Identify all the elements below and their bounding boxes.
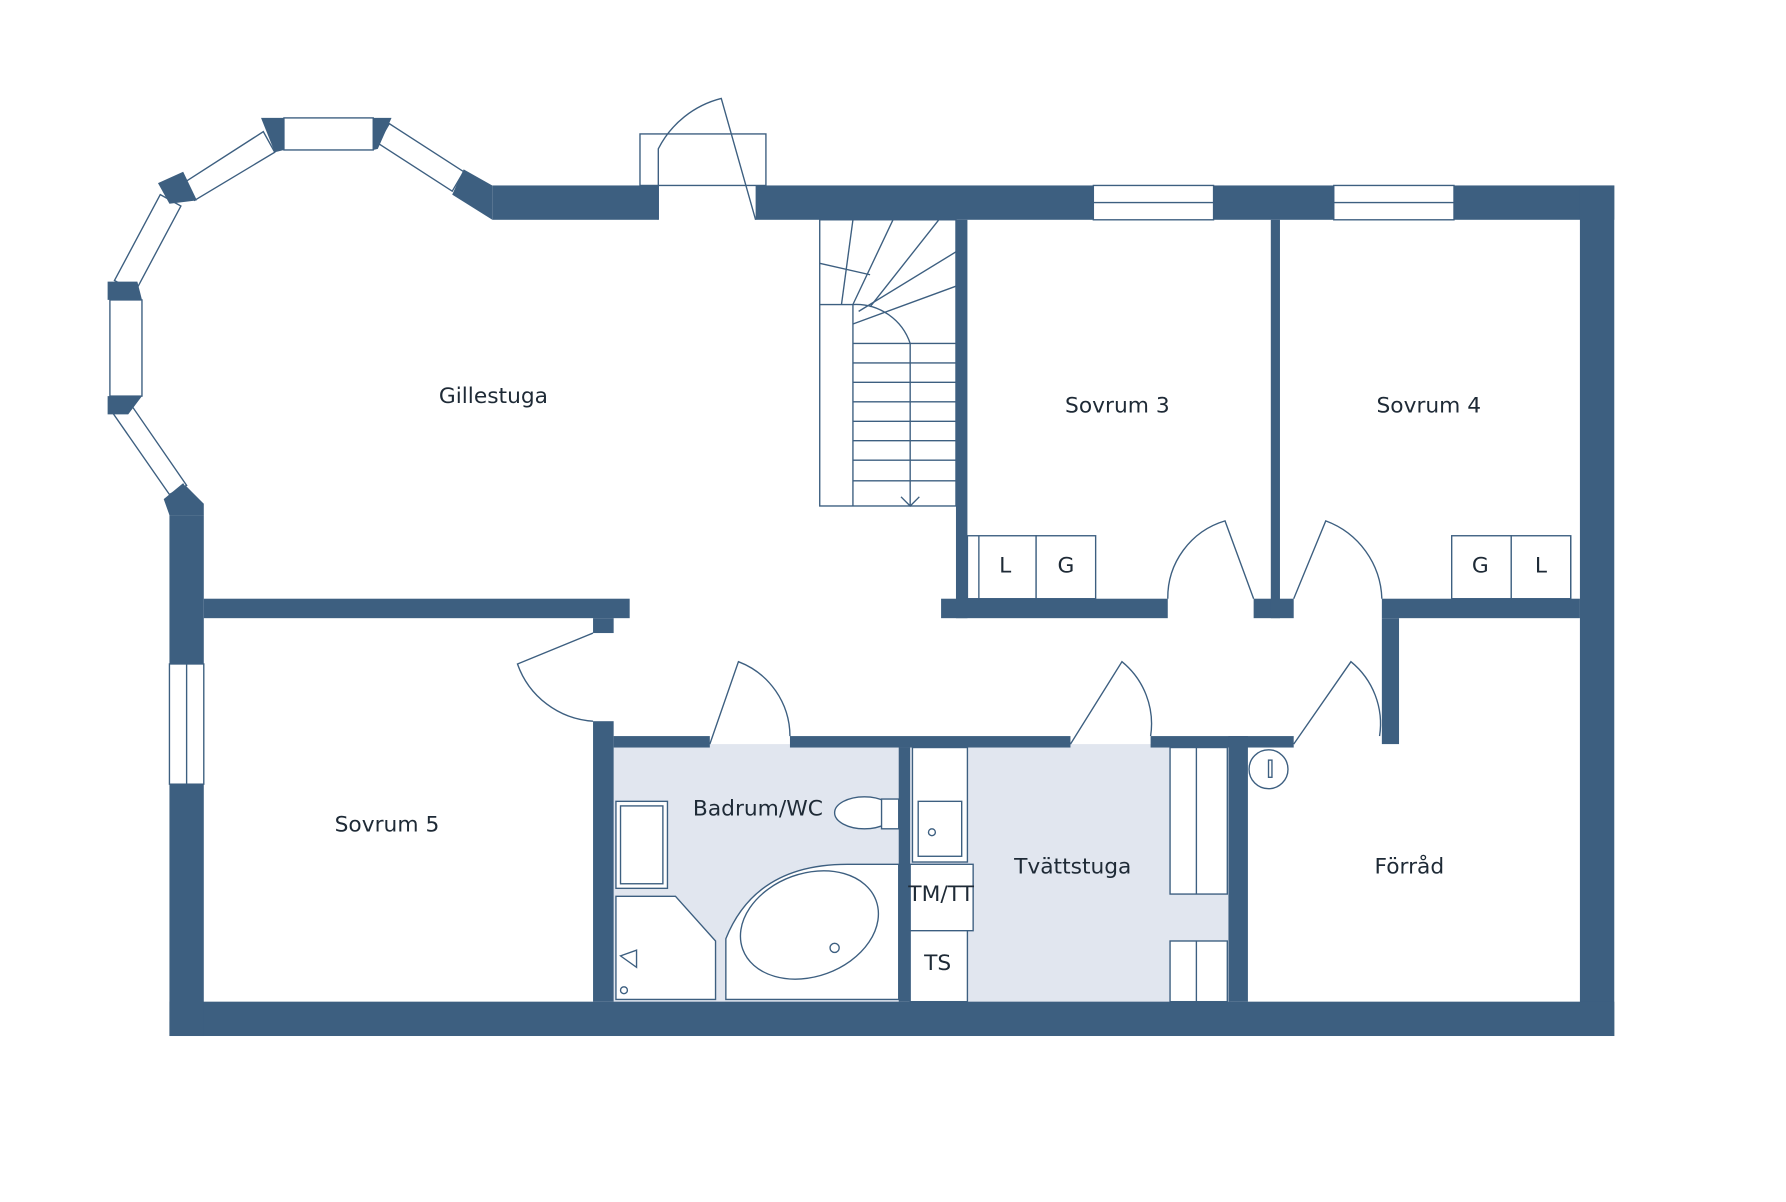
doors <box>516 97 1383 745</box>
bay-window <box>107 117 493 516</box>
laundry-fixtures <box>909 746 1289 1003</box>
closets <box>966 535 1572 600</box>
room-label-badrum: Badrum/WC <box>693 796 823 821</box>
closet-label: L <box>1535 554 1547 579</box>
room-label-tvattstuga: Tvättstuga <box>1013 855 1131 880</box>
bathroom-fixtures <box>615 796 900 1001</box>
fixture-label-tm-tt: TM/TT <box>907 882 974 907</box>
fixture-label-ts: TS <box>923 951 951 976</box>
room-label-sovrum5: Sovrum 5 <box>335 812 440 837</box>
room-label-sovrum3: Sovrum 3 <box>1065 393 1170 418</box>
room-label-gillestuga: Gillestuga <box>439 384 548 409</box>
windows <box>168 184 1455 785</box>
closet-label: G <box>1057 554 1074 579</box>
closet-label: G <box>1472 554 1489 579</box>
room-label-forrad: Förråd <box>1374 854 1444 880</box>
staircase[interactable] <box>819 219 957 507</box>
room-label-sovrum4: Sovrum 4 <box>1376 393 1481 418</box>
interior-walls <box>203 219 1580 1002</box>
closet-label: L <box>999 554 1011 579</box>
